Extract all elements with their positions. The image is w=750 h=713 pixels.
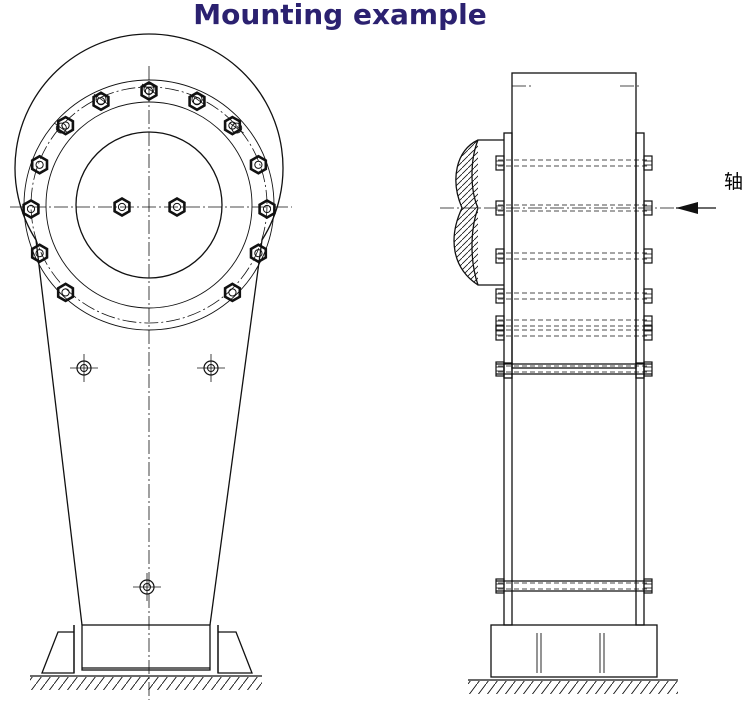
page-title: Mounting example <box>193 0 487 31</box>
flange-nut <box>223 282 242 303</box>
flange-small-bolt <box>93 93 109 105</box>
shaft-callout-label: 轴 <box>724 171 743 193</box>
flange-nut <box>188 91 206 112</box>
flange-nut <box>249 243 268 264</box>
side-view <box>440 72 716 694</box>
front-view <box>10 33 292 700</box>
flange-nut <box>258 198 276 219</box>
flange-nut <box>223 115 242 136</box>
side-bolt <box>495 315 653 331</box>
arm-bolt <box>70 354 98 382</box>
hub-nut <box>168 196 186 217</box>
side-bolt <box>495 325 653 341</box>
flange-nut <box>140 80 158 101</box>
side-bolt <box>495 288 653 304</box>
flange-nut <box>92 91 110 112</box>
flange-nut <box>56 115 75 136</box>
front-base <box>30 624 262 690</box>
shaft-arrow <box>676 202 716 214</box>
flange-small-bolt <box>141 83 157 95</box>
flange-nut <box>56 282 75 303</box>
flange-nut <box>30 154 49 175</box>
side-bolts <box>495 155 653 594</box>
side-bolt <box>495 578 653 594</box>
hub-nut <box>113 196 131 217</box>
front-bolt-nuts <box>22 80 276 303</box>
front-small-bolts <box>70 354 225 601</box>
side-bolt <box>495 361 653 377</box>
flange-small-bolt <box>54 122 69 134</box>
arm-bolt <box>197 354 225 382</box>
side-bolt <box>495 200 653 216</box>
flange-nut <box>249 154 268 175</box>
flange-nut <box>22 199 40 220</box>
side-bolt <box>495 155 653 171</box>
flange-small-bolt <box>229 122 244 134</box>
flange-small-bolt <box>189 93 205 105</box>
arm-bolt <box>133 573 161 601</box>
side-bolt <box>495 248 653 264</box>
flange-nut <box>30 243 49 264</box>
